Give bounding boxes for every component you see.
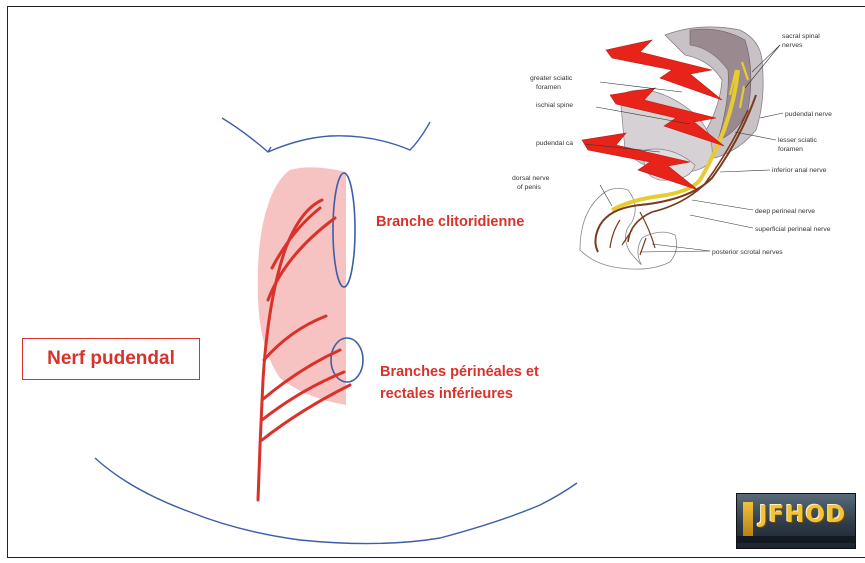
label-dorsal-nerve: dorsal nerve (512, 175, 550, 182)
jfhod-logo: JFHOD (736, 493, 856, 549)
label-perineal-branches-line1: Branches périnéales et (380, 362, 539, 383)
perineum-outline (580, 188, 677, 269)
upper-body-contour (222, 118, 430, 152)
label-lesser-sciatic: lesser sciatic (778, 137, 818, 144)
label-lesser-sciatic-foramen: foramen (778, 146, 803, 153)
label-pudendal-nerve: pudendal nerve (785, 111, 832, 118)
label-greater-sciatic: greater sciatic (530, 75, 573, 82)
label-ischial-spine: ischial spine (536, 102, 573, 109)
label-perineal-branches-line2: rectales inférieures (380, 384, 513, 405)
label-of-penis: of penis (517, 184, 541, 191)
label-sacral-spinal: sacral spinal (782, 33, 820, 40)
label-greater-sciatic-foramen: foramen (536, 84, 561, 91)
label-sacral-nerves: nerves (782, 42, 803, 49)
label-superficial-perineal: superficial perineal nerve (755, 226, 831, 233)
logo-text: JFHOD (759, 502, 846, 528)
logo-strip (737, 536, 855, 543)
label-inferior-anal: inferior anal nerve (772, 167, 827, 174)
lower-body-contour (95, 458, 577, 544)
anatomy-inset: sacral spinal nerves greater sciatic for… (512, 27, 832, 269)
slide-title: Nerf pudendal (22, 338, 200, 380)
label-deep-perineal: deep perineal nerve (755, 208, 815, 215)
label-clitoral-branch: Branche clitoridienne (376, 212, 524, 233)
logo-accent (743, 502, 753, 540)
label-posterior-scrotal: posterior scrotal nerves (712, 249, 783, 256)
label-pudendal-canal: pudendal ca (536, 140, 573, 147)
